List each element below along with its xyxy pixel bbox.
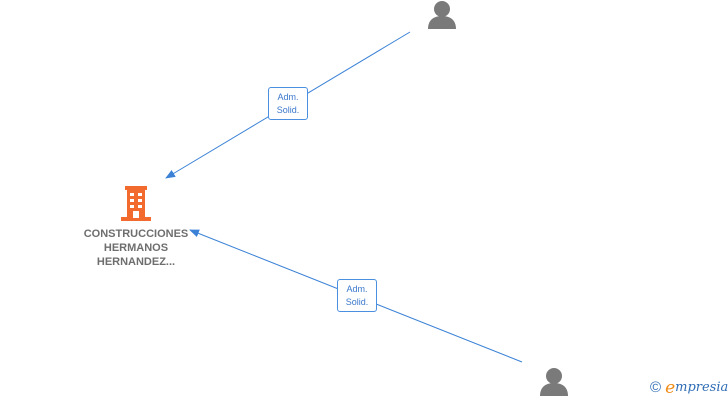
person-icon <box>428 1 456 29</box>
company-node[interactable]: CONSTRUCCIONES HERMANOS HERNANDEZ... <box>60 186 212 269</box>
person-node-top[interactable] <box>426 0 458 30</box>
brand-name: mpresia <box>675 380 728 395</box>
company-name-line: CONSTRUCCIONES <box>83 228 189 240</box>
relation-label-top: Adm. Solid. <box>268 87 308 120</box>
brand-watermark: © e mpresia <box>650 379 728 397</box>
relation-role-detail: Solid. <box>345 297 369 307</box>
company-name[interactable]: CONSTRUCCIONES HERMANOS HERNANDEZ... <box>60 227 212 269</box>
company-name-line: HERNANDEZ... <box>96 256 176 268</box>
relation-role-detail: Solid. <box>276 105 300 115</box>
relation-label-bottom: Adm. Solid. <box>337 279 377 312</box>
brand-logo-initial: e <box>665 378 676 398</box>
person-node-bottom[interactable] <box>538 367 570 397</box>
relation-role: Adm. <box>346 284 368 294</box>
relation-role: Adm. <box>277 92 299 102</box>
company-name-line: HERMANOS <box>103 242 169 254</box>
person-icon <box>540 368 568 396</box>
copyright-icon: © <box>650 379 662 396</box>
building-icon <box>121 186 151 221</box>
